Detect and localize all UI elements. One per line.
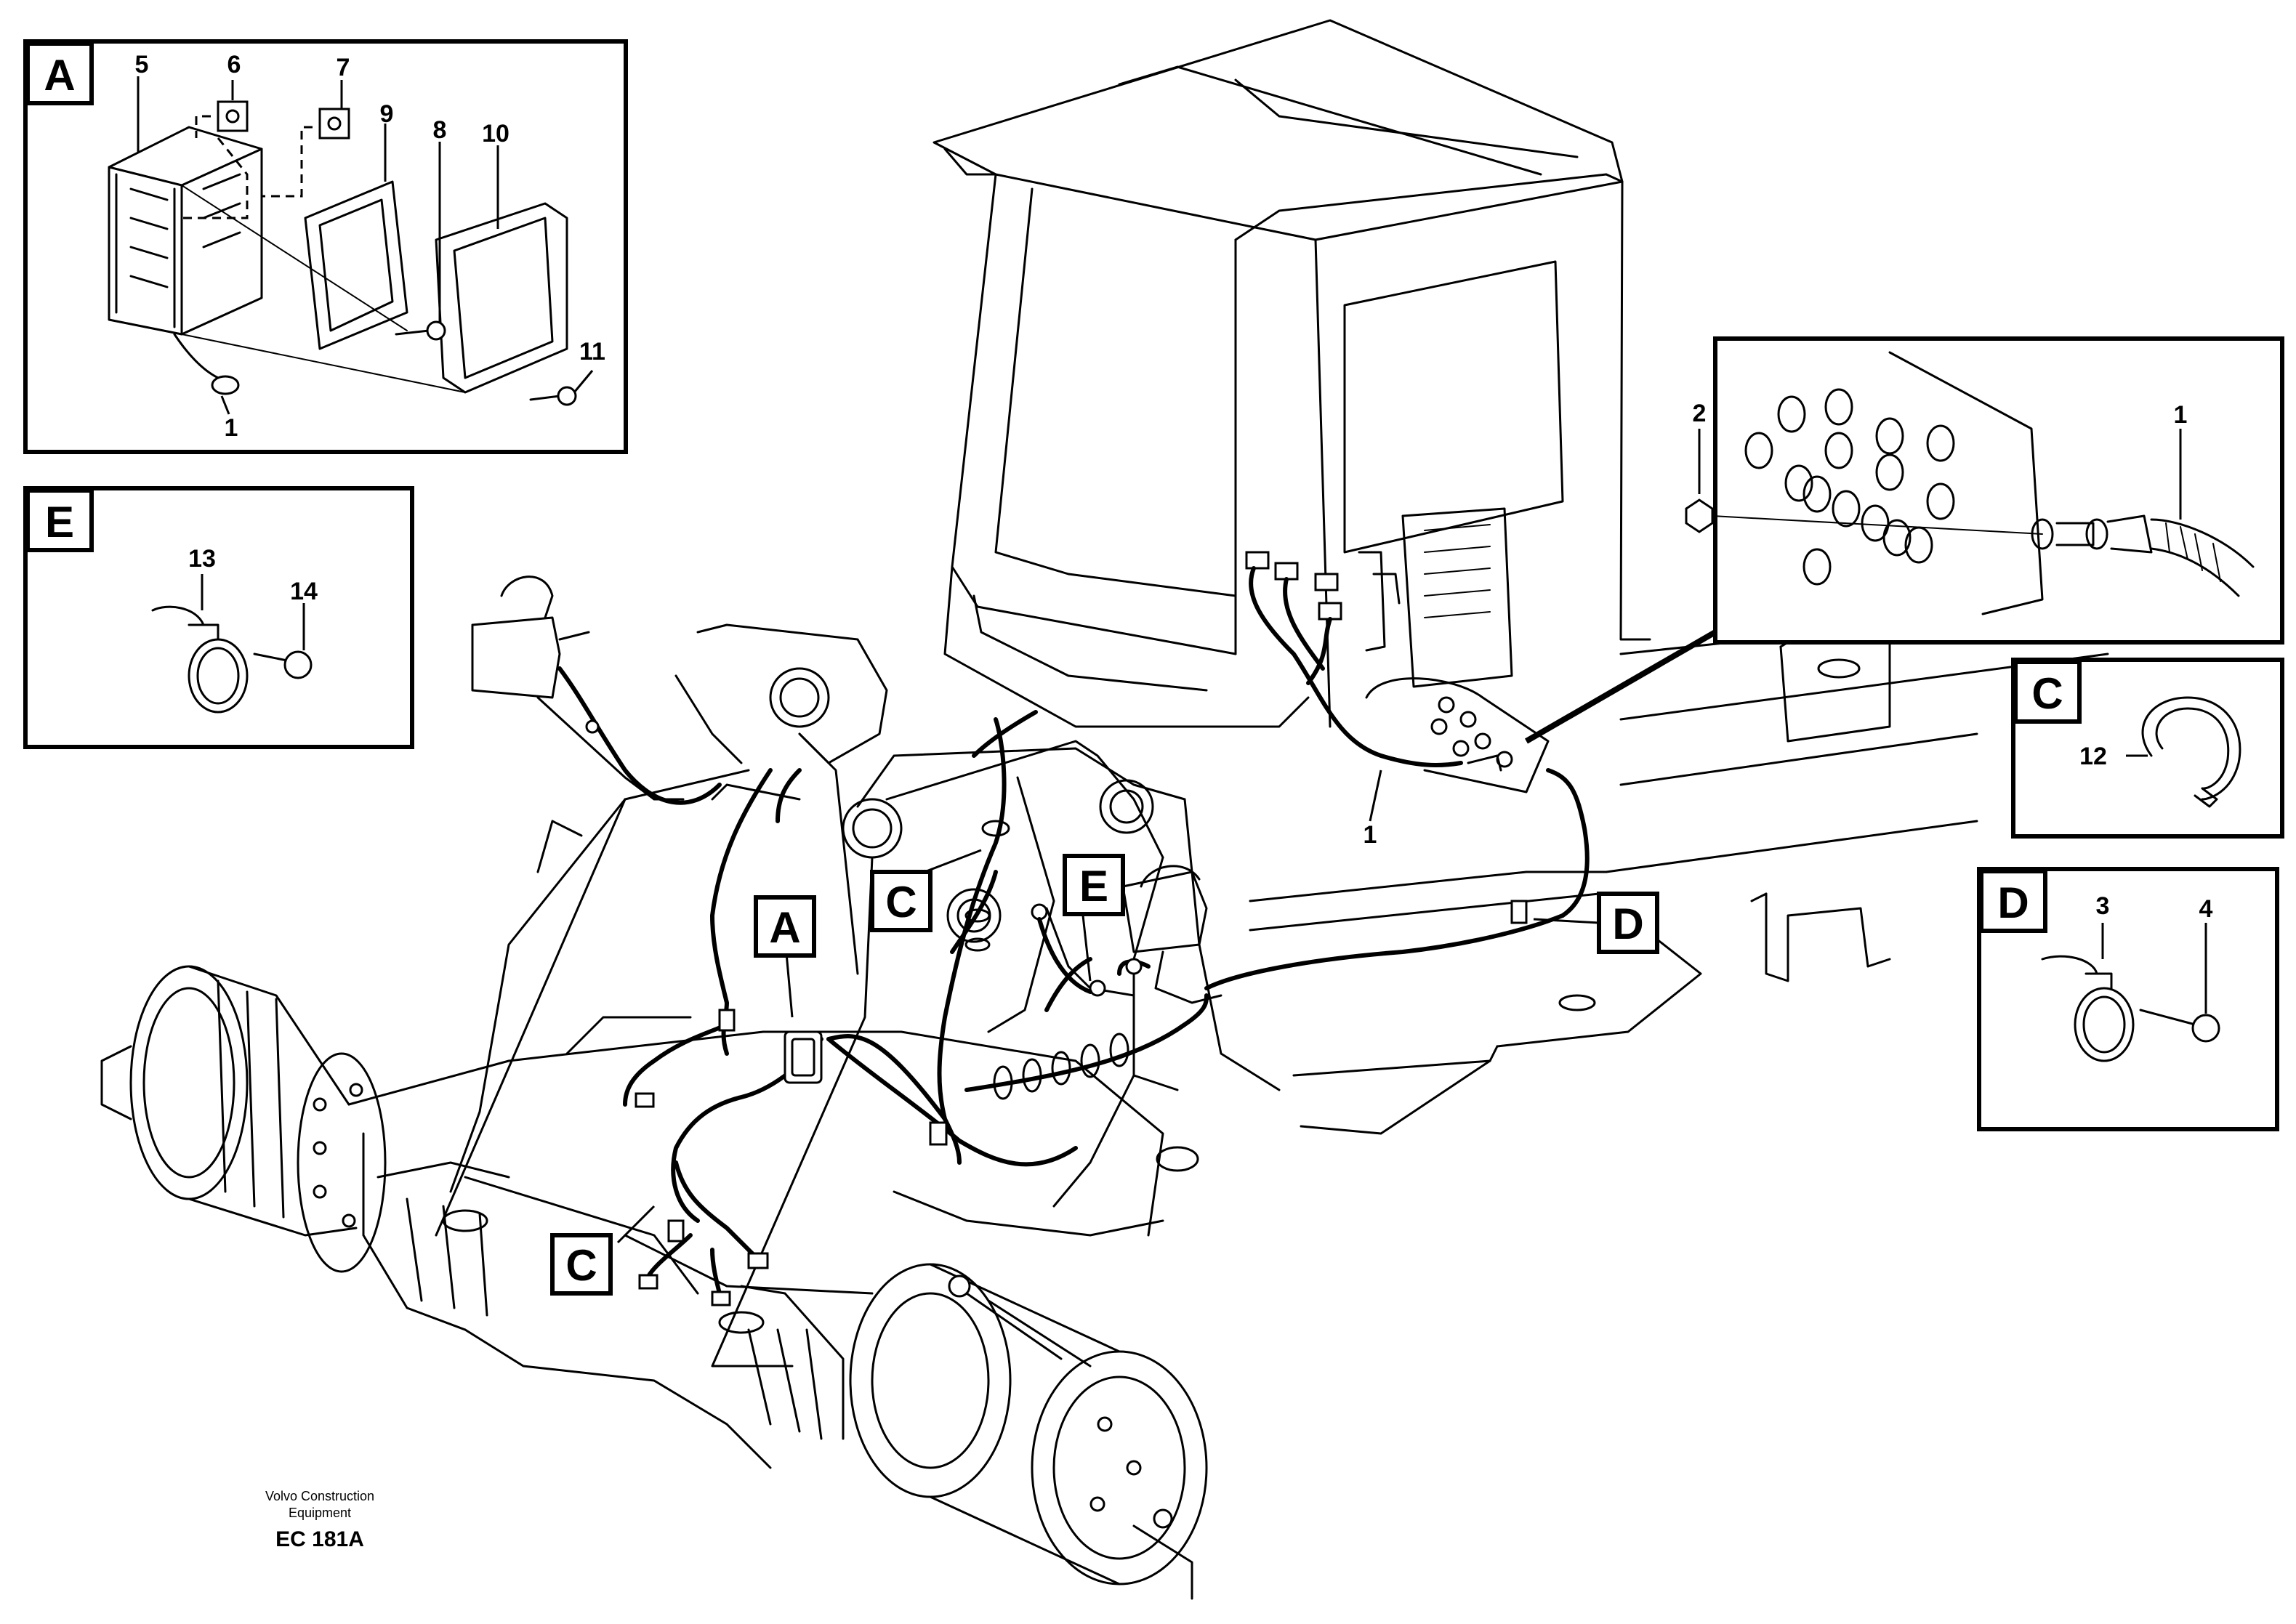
footer-company-line1: Volvo Construction: [265, 1489, 374, 1503]
right-wheel-hub: [849, 1263, 1208, 1600]
detail-b-label-1: 1: [2174, 401, 2188, 429]
left-wheel-hub: [100, 965, 387, 1273]
detail-c-label-12: 12: [2079, 743, 2107, 770]
detail-d-label-4: 4: [2199, 895, 2213, 923]
detail-a-label-8: 8: [433, 116, 447, 144]
detail-d-label-3: 3: [2096, 892, 2110, 920]
detail-a: A 5 6 7: [23, 39, 628, 454]
detail-a-label-5: 5: [135, 51, 149, 78]
footer-code: EC 181A: [275, 1527, 364, 1551]
detail-c-tag: C: [2031, 669, 2063, 718]
main-tag-c-lower-text: C: [565, 1241, 597, 1290]
detail-e-label-13: 13: [188, 545, 216, 573]
leader-c-lower: [616, 1205, 656, 1244]
leader-d-main: [1533, 918, 1600, 924]
leader-detail-b: [1525, 629, 1717, 744]
detail-a-label-11: 11: [579, 338, 605, 365]
main-tag-d-text: D: [1612, 900, 1643, 948]
main-tag-e: E: [1063, 854, 1125, 916]
detail-a-label-1: 1: [225, 414, 238, 442]
detail-e-tag: E: [45, 498, 74, 546]
main-tag-a: A: [754, 895, 816, 958]
detail-a-label-6: 6: [227, 51, 241, 78]
main-illustration: A C E D C 1: [100, 19, 2109, 1600]
footer-company-line2: Equipment: [289, 1506, 351, 1520]
front-axle: [347, 1016, 1199, 1469]
detail-e: E 13 14: [23, 486, 414, 749]
main-tag-c-lower: C: [550, 1233, 613, 1296]
cab-drawing: [933, 19, 1651, 728]
footer-credit: Volvo Construction Equipment EC 181A: [265, 1489, 374, 1551]
wiring-harness: [623, 710, 1590, 1306]
main-tag-e-text: E: [1079, 862, 1108, 910]
detail-a-label-9: 9: [380, 100, 394, 128]
detail-b-label-2: 2: [1693, 400, 1707, 427]
electrical-panel: [1245, 507, 1513, 767]
main-tag-c-upper: C: [870, 870, 933, 932]
work-light-left: [471, 575, 722, 805]
connector-plate: [1365, 677, 1550, 793]
detail-a-label-10: 10: [482, 120, 509, 148]
detail-d: D 3 4: [1977, 867, 2279, 1131]
detail-c: C 12: [2011, 658, 2284, 839]
work-light-right: [1031, 865, 1222, 1004]
leader-e-main: [1081, 915, 1092, 982]
detail-a-label-7: 7: [337, 54, 350, 81]
leader-1-main: [1369, 769, 1382, 822]
detail-b: 2 1: [1685, 336, 2284, 645]
main-tag-c-upper-text: C: [885, 878, 917, 926]
detail-a-tag: A: [44, 51, 75, 100]
main-tag-a-text: A: [769, 903, 800, 952]
detail-d-tag: D: [1997, 878, 2029, 927]
main-tag-d: D: [1597, 892, 1659, 954]
main-label-1: 1: [1363, 821, 1377, 849]
detail-e-label-14: 14: [290, 578, 318, 605]
